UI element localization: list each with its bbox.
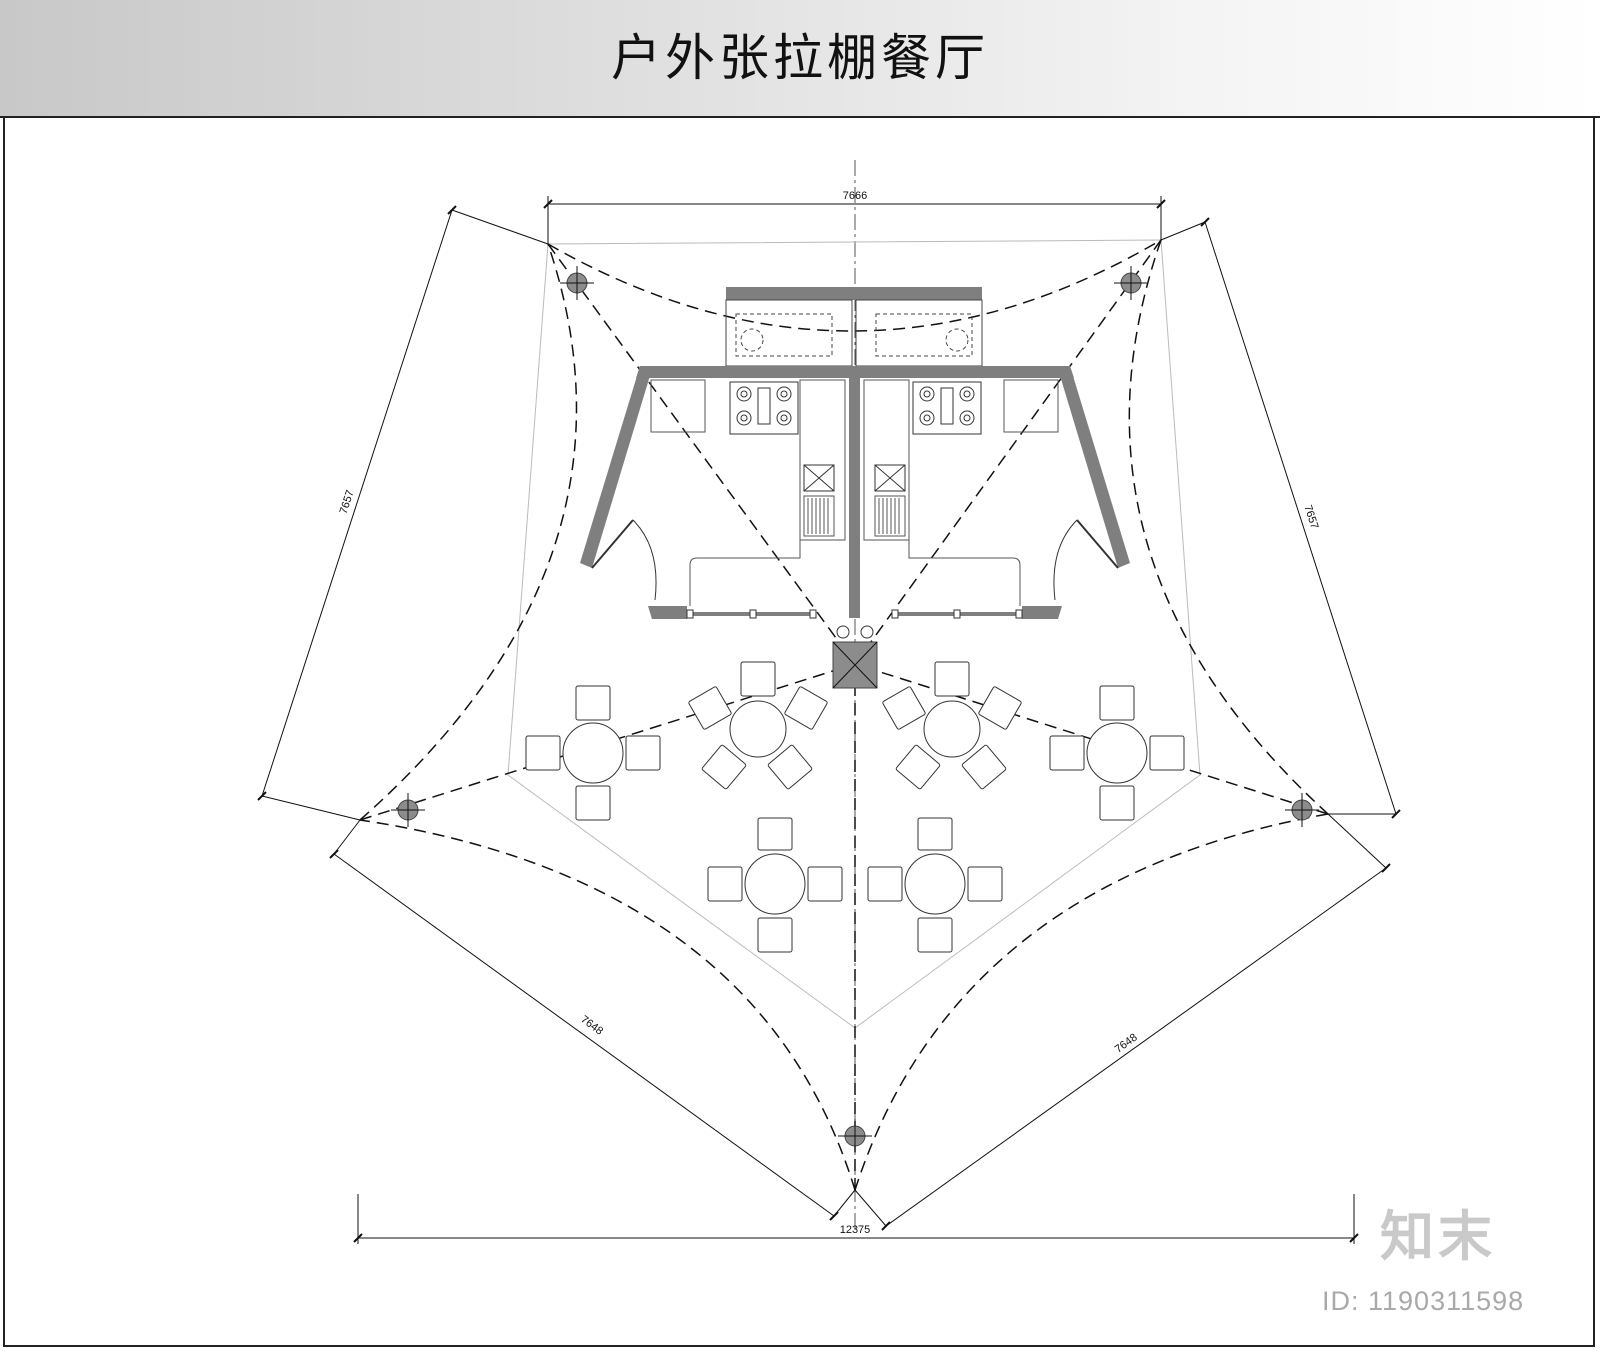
- chair: [961, 744, 1007, 790]
- kitchen-counters: [650, 379, 1059, 606]
- sink-icon: [803, 464, 906, 492]
- dining-table: [707, 817, 843, 953]
- dining-table: [867, 817, 1003, 953]
- kitchen-wall-bottom-right: [1022, 606, 1062, 619]
- front-counter-right: [908, 540, 1021, 606]
- chair: [767, 744, 813, 790]
- chair: [1149, 735, 1185, 771]
- dim-label-top: 7666: [843, 190, 867, 202]
- image-id-label: ID: 1190311598: [1322, 1286, 1525, 1316]
- drain-icon: [836, 625, 850, 639]
- dim-label-bottom-right: 7648: [1113, 1032, 1140, 1056]
- chair: [917, 817, 953, 851]
- central-mast: [832, 625, 878, 689]
- membrane-edge-bottom-left: [359, 819, 856, 1191]
- dimension-lines: [261, 196, 1397, 1244]
- kitchen-wall-bottom-left: [648, 606, 687, 619]
- chair: [967, 866, 1003, 902]
- membrane-edge-top: [547, 239, 1162, 332]
- kitchen-wall-right: [1058, 366, 1130, 568]
- pentagon-floor-outline: [507, 239, 1201, 1029]
- membrane-ridges: [359, 239, 1329, 1190]
- chair: [688, 686, 732, 730]
- back-counters: [725, 287, 983, 367]
- kitchen-wall-left: [580, 366, 652, 568]
- brand-watermark: 知末: [1380, 1205, 1496, 1268]
- side-counter: [1003, 379, 1059, 433]
- drainboard: [803, 495, 906, 537]
- dimension-ticks: [257, 199, 1401, 1243]
- ridge-line: [854, 239, 1162, 665]
- title-bar: 户外张拉棚餐厅: [0, 0, 1600, 118]
- chair: [701, 744, 747, 790]
- chair: [525, 735, 561, 771]
- chair: [575, 685, 611, 721]
- stove-icon: [729, 381, 799, 435]
- chair: [707, 866, 743, 902]
- chair: [882, 686, 926, 730]
- chair: [757, 917, 793, 953]
- kitchen-partition: [849, 378, 860, 618]
- back-shelf-bar: [726, 287, 982, 300]
- kitchen-wall-top: [636, 366, 1074, 378]
- window-hardware: [686, 609, 1023, 619]
- chair: [807, 866, 843, 902]
- front-counter-left: [689, 540, 801, 606]
- stove-icon: [912, 381, 982, 435]
- chair: [1049, 735, 1085, 771]
- dining-table: [1049, 685, 1185, 821]
- dining-table: [882, 661, 1022, 790]
- chair: [1099, 785, 1135, 821]
- chair: [895, 744, 941, 790]
- drain-icon: [860, 625, 874, 639]
- door-left: [591, 519, 657, 601]
- prep-counter-right: [863, 379, 910, 541]
- chair: [740, 661, 776, 697]
- dim-label-right: 7657: [1301, 504, 1320, 531]
- chair: [575, 785, 611, 821]
- membrane-edge-left: [359, 243, 578, 821]
- chair: [625, 735, 661, 771]
- dining-area: [525, 661, 1185, 953]
- membrane-edge-right: [1128, 239, 1329, 815]
- chair: [917, 917, 953, 953]
- page-title: 户外张拉棚餐厅: [611, 29, 989, 87]
- dining-table: [525, 685, 661, 821]
- ridge-line: [547, 243, 856, 665]
- drawing-frame: [3, 3, 1595, 1347]
- membrane-edge-bottom-right: [854, 813, 1329, 1191]
- anchor-crosses: [391, 266, 1319, 1153]
- chair: [978, 686, 1022, 730]
- side-counter: [650, 379, 706, 433]
- chair: [867, 866, 903, 902]
- chair: [757, 817, 793, 851]
- membrane-edges: [359, 239, 1329, 1191]
- kitchen-walls: [580, 366, 1130, 619]
- chair: [1099, 685, 1135, 721]
- dining-table: [688, 661, 828, 790]
- door-right: [1053, 519, 1119, 601]
- prep-counter-left: [799, 379, 846, 541]
- chair: [934, 661, 970, 697]
- ridge-line: [359, 663, 856, 821]
- dim-label-overall: 12375: [840, 1224, 871, 1236]
- chair: [784, 686, 828, 730]
